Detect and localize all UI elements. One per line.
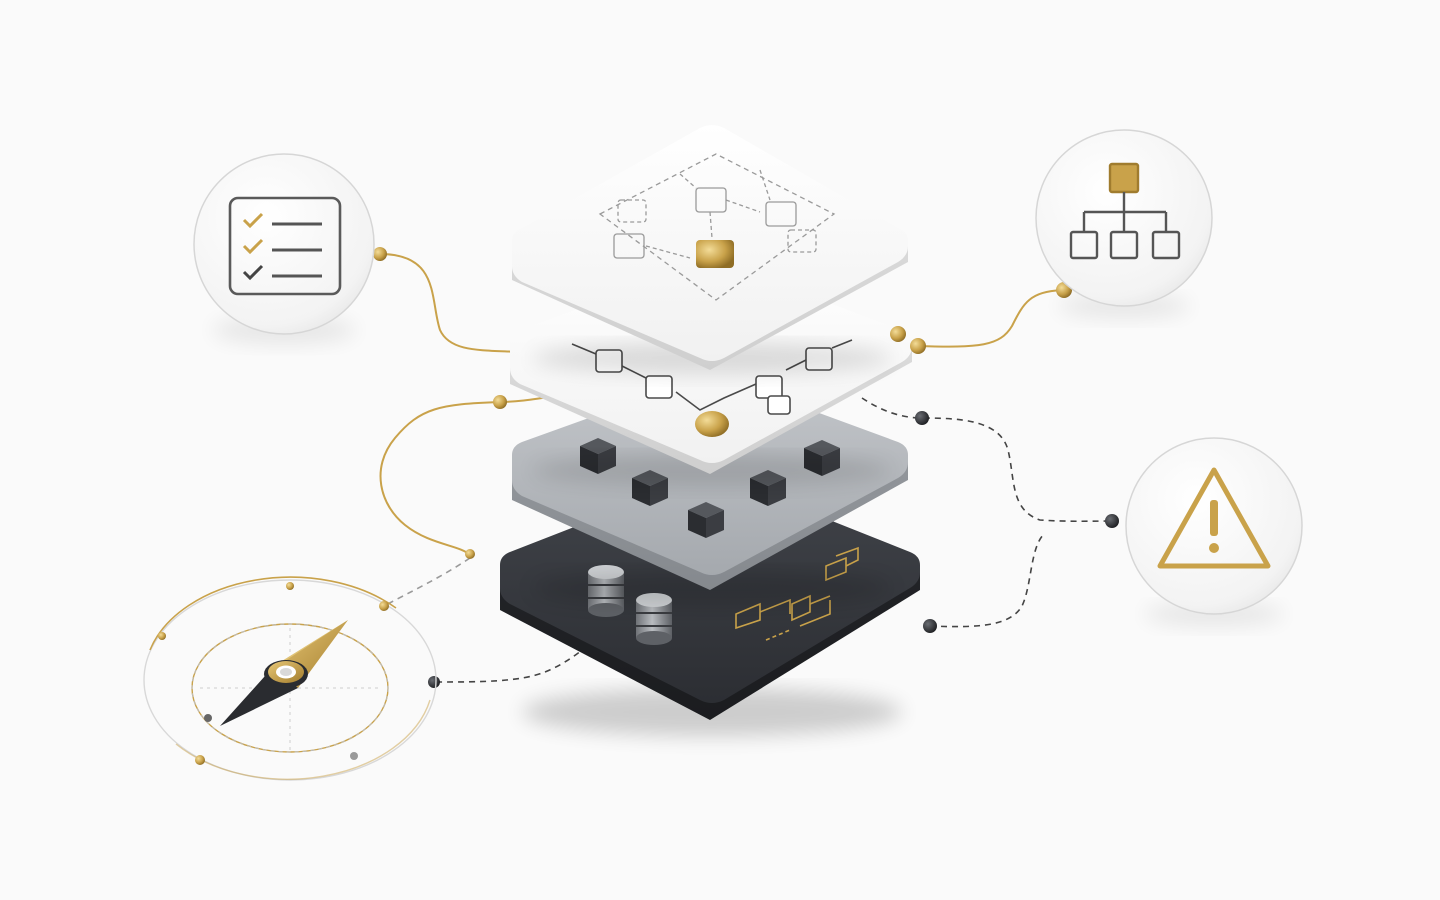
node-checklist — [373, 247, 387, 261]
connector-compass-dashed — [383, 557, 471, 607]
node-warning-top — [915, 411, 929, 425]
node-hierarchy-a — [890, 326, 906, 342]
compass-icon — [220, 620, 348, 726]
node-hierarchy-b — [910, 338, 926, 354]
connector-checklist — [379, 253, 521, 353]
node-storage-left — [428, 676, 440, 688]
connector-warning-b — [929, 533, 1045, 628]
warning-icon — [1157, 467, 1271, 569]
workflow-design-layer — [512, 125, 908, 374]
grid-workflow-icon — [598, 153, 836, 301]
connector-warning-a — [861, 397, 1113, 523]
org-chart-icon — [1069, 162, 1181, 260]
connector-hierarchy — [917, 289, 1063, 348]
node-storage-right — [923, 619, 937, 633]
node-compass-link — [465, 549, 475, 559]
hierarchy-badge[interactable] — [1035, 129, 1213, 318]
workflow-gold-node — [696, 240, 734, 268]
node-process-left — [493, 395, 507, 409]
warning-badge[interactable] — [1125, 437, 1303, 626]
checklist-icon — [228, 196, 342, 296]
process-gold-node — [695, 411, 729, 437]
node-warning-mid — [1105, 514, 1119, 528]
checklist-badge[interactable] — [193, 153, 375, 344]
navigation-compass[interactable] — [143, 576, 437, 781]
